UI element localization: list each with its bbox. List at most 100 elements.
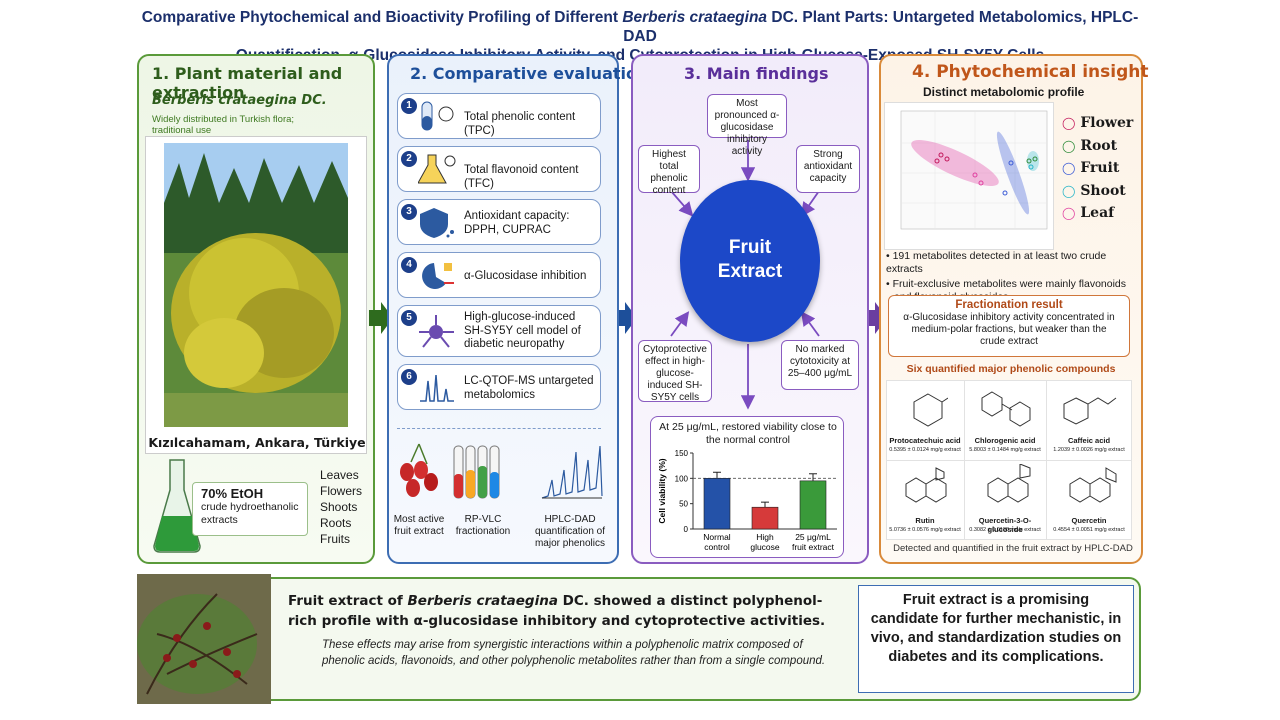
species-note: Widely distributed in Turkish flora; tra…: [152, 114, 295, 136]
bar: [703, 478, 731, 530]
chromatogram-icon: [541, 445, 603, 499]
spectrum-icon: [420, 374, 454, 402]
x-tick-label: control: [704, 542, 730, 552]
part-roots: Roots: [320, 516, 352, 530]
title-line-1: Comparative Phytochemical and Bioactivit…: [141, 9, 1139, 45]
x-tick-label: fruit extract: [792, 542, 835, 552]
y-tick-label: 50: [679, 500, 688, 509]
part-shoots: Shoots: [320, 500, 358, 514]
finding-glucosidase: Most pronounced α-glucosidase inhibitory…: [707, 94, 787, 157]
summary-sub: These effects may arise from synergistic…: [322, 639, 826, 667]
compound-value: 0.5395 ± 0.0124 mg/g extract: [889, 447, 961, 453]
pca-legend: ◯ Flower ◯ Root ◯ Fruit ◯ Shoot ◯ Leaf: [1062, 112, 1133, 225]
eval-item-3: 3 Antioxidant capacity: DPPH, CUPRAC: [397, 199, 601, 245]
findings-arrows: [670, 140, 820, 410]
flow-step-2: RP-VLC fractionation: [455, 514, 511, 537]
divider: [397, 428, 601, 429]
location-label: Kızılcahamam, Ankara, Türkiye: [148, 435, 366, 450]
plant-photo: [164, 143, 348, 427]
x-tick-label: High: [756, 532, 774, 542]
eval-item-6: 6 LC-QTOF-MS untargeted metabolomics: [397, 364, 601, 410]
compound-value: 0.3082 ± 0.0188 mg/g extract: [969, 527, 1041, 533]
compound-value: 5.0736 ± 0.0576 mg/g extract: [889, 527, 961, 533]
molecule-icon: [1069, 467, 1117, 503]
compounds-grid: Protocatechuic acid 0.5395 ± 0.0124 mg/g…: [886, 380, 1132, 540]
flow-step-3: HPLC-DAD quantification of major phenoli…: [534, 514, 606, 549]
x-tick-label: glucose: [750, 542, 780, 552]
part-fruits: Fruits: [320, 532, 350, 546]
compounds-footer: Detected and quantified in the fruit ext…: [893, 543, 1133, 554]
legend-root: ◯ Root: [1062, 137, 1118, 154]
finding-antioxidant: Strong antioxidant capacity: [796, 145, 860, 193]
solvent-desc: crude hydroethanolic extracts: [201, 501, 299, 526]
summary-main: Fruit extract of Berberis crataegina DC.…: [288, 593, 826, 629]
compound-name: Rutin: [915, 516, 935, 525]
finding-no-cytotoxicity: No marked cytotoxicity at 25–400 μg/mL: [781, 340, 859, 390]
conclusion-box: Fruit extract is a promising candidate f…: [858, 585, 1134, 693]
compound-value: 1.2039 ± 0.0026 mg/g extract: [1053, 447, 1125, 453]
enzyme-icon: [422, 263, 454, 289]
molecule-icon: [905, 467, 947, 503]
compound-value: 5.8003 ± 0.1484 mg/g extract: [969, 447, 1041, 453]
species-name: Berberis crataegina DC.: [152, 93, 327, 108]
panel4-heading: 4. Phytochemical insight: [912, 62, 1149, 82]
compound-name: Quercetin: [1071, 516, 1107, 525]
flask-icon: [418, 154, 456, 184]
bullet-1: • 191 metabolites detected in at least t…: [886, 250, 1107, 275]
y-tick-label: 0: [684, 525, 689, 534]
neuron-icon: [419, 315, 454, 348]
x-tick-label: Normal: [703, 532, 731, 542]
finding-phenolic: Highest total phenolic content: [638, 145, 700, 196]
part-flowers: Flowers: [320, 484, 363, 498]
panel4-subheading: Distinct metabolomic profile: [923, 85, 1085, 99]
pca-scores-plot: [884, 102, 1054, 250]
eval-item-2: 2 Total flavonoid content (TFC): [397, 146, 601, 192]
flask-icon: [153, 459, 201, 553]
eval-item-1: 1 Total phenolic content (TPC): [397, 93, 601, 139]
shield-icon: [420, 208, 454, 238]
x-tick-label: 25 μg/mL: [795, 532, 831, 542]
molecule-icon: [981, 391, 1031, 427]
fruit-extract-center: Fruit Extract: [680, 180, 820, 342]
y-tick-label: 150: [675, 449, 689, 458]
test-tube-icon: [421, 101, 454, 131]
viability-note: At 25 μg/mL, restored viability close to…: [659, 421, 837, 446]
molecule-icon: [913, 393, 948, 427]
finding-cytoprotective: Cytoprotective effect in high-glucose-in…: [638, 340, 712, 403]
eval-item-5: 5 High-glucose-induced SH-SY5Y cell mode…: [397, 305, 601, 357]
compound-name: Protocatechuic acid: [889, 436, 961, 445]
panel1-heading: 1. Plant material and extraction: [152, 64, 343, 102]
legend-flower: ◯ Flower: [1062, 115, 1134, 131]
legend-leaf: ◯ Leaf: [1062, 205, 1115, 221]
compound-name: Caffeic acid: [1067, 436, 1111, 445]
bar: [799, 480, 827, 530]
fractionation-tubes-icon: [453, 445, 500, 499]
compound-name: Chlorogenic acid: [974, 436, 1036, 445]
solvent-label: 70% EtOH: [201, 486, 264, 501]
extraction-flask-box: 70% EtOH crude hydroethanolic extracts: [152, 456, 312, 554]
flow-step-1: Most active fruit extract: [393, 514, 445, 537]
y-tick-label: 100: [675, 474, 689, 483]
part-leaves: Leaves: [320, 468, 359, 482]
berry-branch-photo: [137, 574, 271, 704]
plant-parts-list: Leaves Flowers Shoots Roots Fruits: [320, 467, 362, 547]
solvent-card: 70% EtOH crude hydroethanolic extracts: [192, 482, 308, 536]
panel3-heading: 3. Main findings: [684, 64, 829, 83]
legend-shoot: ◯ Shoot: [1062, 182, 1126, 199]
viability-chart-box: At 25 μg/mL, restored viability close to…: [650, 416, 844, 558]
compound-name: Quercetin-3-O-glucoside: [978, 516, 1032, 534]
eval-item-4: 4 α-Glucosidase inhibition: [397, 252, 601, 298]
compounds-title: Six quantified major phenolic compounds: [906, 363, 1116, 375]
y-axis-label: Cell viability (%): [657, 458, 667, 523]
plant-photo-frame: Kızılcahamam, Ankara, Türkiye: [145, 136, 367, 454]
panel2-heading: 2. Comparative evaluation: [410, 64, 649, 83]
legend-fruit: ◯ Fruit: [1062, 160, 1120, 176]
compound-value: 0.4554 ± 0.0051 mg/g extract: [1053, 527, 1125, 533]
bar: [751, 506, 779, 530]
molecule-icon: [1063, 397, 1117, 425]
fractionation-box: Fractionation result α-Glucosidase inhib…: [888, 295, 1130, 357]
molecule-icon: [987, 464, 1031, 503]
berries-icon: [400, 443, 438, 497]
